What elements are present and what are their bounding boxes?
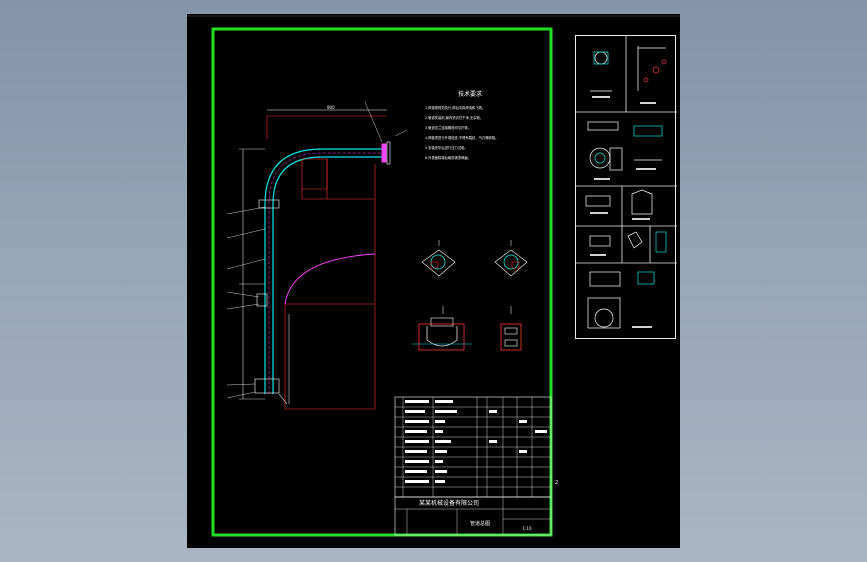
title-block: 某某机械设备有限公司 管道总图 1:10 [394,496,552,536]
pipe-assembly [226,101,408,410]
technical-notes: 技术要求 1.焊接按规范执行,焊后清除焊渣和飞溅。 2.管道安装前,管内须清扫干… [327,90,498,160]
drawing-scale: 1:10 [523,526,532,531]
section-detail-c [412,306,472,351]
detail-sketches [585,46,667,329]
section-detail-b [494,240,528,277]
side-label: 2 [555,480,558,486]
notes-title: 技术要求 [458,90,482,98]
panel-grid [576,36,677,264]
section-detail-a [421,240,456,277]
note-line: 6.外表面除锈后刷防锈漆两遍。 [425,155,471,160]
detail-views-canvas [576,36,677,329]
drawing-name: 管道总图 [470,520,490,527]
drawing-sheet: 技术要求 1.焊接按规范执行,焊后清除焊渣和飞溅。 2.管道安装前,管内须清扫干… [187,14,680,548]
detail-views-panel [575,35,677,339]
note-line: 5.安装完毕后进行压力试验。 [425,145,468,150]
drawing-frame [211,27,553,537]
note-line: 4.焊缝须进行外观检查,不得有裂纹、气孔等缺陷。 [425,135,498,140]
note-line: 3.管道法兰连接螺栓均匀拧紧。 [425,125,471,130]
drawing-canvas: 技术要求 1.焊接按规范执行,焊后清除焊渣和飞溅。 2.管道安装前,管内须清扫干… [187,15,680,537]
detail-captions [590,96,656,328]
dimension-top: 900 [327,105,335,110]
note-line: 1.焊接按规范执行,焊后清除焊渣和飞溅。 [425,105,485,110]
parts-list-table: 2 [394,396,558,498]
company-name: 某某机械设备有限公司 [419,499,479,507]
section-detail-d [500,306,522,351]
note-line: 2.管道安装前,管内须清扫干净,无杂物。 [425,115,483,120]
